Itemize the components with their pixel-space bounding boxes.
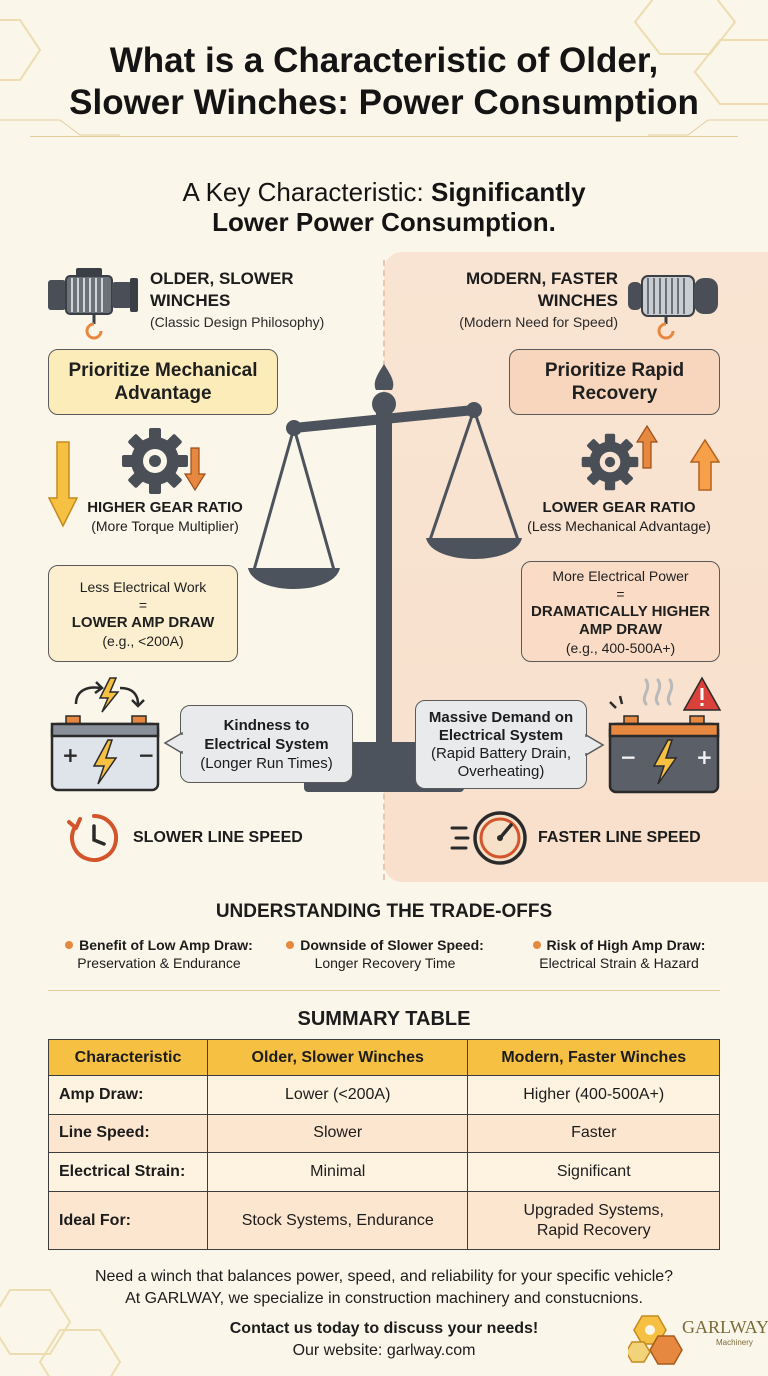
- kindness-callout: Kindness to Electrical System (Longer Ru…: [180, 705, 353, 783]
- contact-cta: Contact us today to discuss your needs!: [229, 1320, 539, 1337]
- bullet-dot: [286, 941, 295, 949]
- table-cell: Minimal: [206, 1152, 469, 1192]
- page-title: What is a Characteristic of Older, Slowe…: [69, 41, 699, 122]
- table-cell: Stock Systems, Endurance: [206, 1191, 469, 1250]
- key-characteristic-heading: A Key Characteristic: Significantly Lowe…: [182, 177, 586, 237]
- prioritize-mechanical-advantage-box: Prioritize Mechanical Advantage: [48, 349, 278, 415]
- tradeoff-item: Risk of High Amp Draw: Electrical Strain…: [504, 936, 734, 972]
- svg-text:+: +: [62, 743, 79, 767]
- table-header-cell: Characteristic: [48, 1039, 208, 1076]
- row-label: Amp Draw:: [48, 1075, 208, 1115]
- callout-pointer: [585, 734, 605, 756]
- tradeoffs-heading: UNDERSTANDING THE TRADE-OFFS: [215, 901, 553, 922]
- modern-winches-title: MODERN, FASTER WINCHES: [465, 269, 618, 310]
- bullet-dot: [532, 941, 541, 949]
- table-cell: Upgraded Systems, Rapid Recovery: [467, 1191, 720, 1250]
- svg-text:−: −: [620, 745, 637, 769]
- table-row: Line Speed: Slower Faster: [48, 1113, 720, 1154]
- table-cell: Higher (400-500A+): [467, 1075, 720, 1115]
- modern-winches-subtitle: (Modern Need for Speed): [459, 314, 618, 330]
- section-divider: [48, 990, 720, 991]
- title-divider: [30, 136, 738, 137]
- table-cell: Slower: [206, 1113, 469, 1154]
- slow-clock-icon: [67, 814, 119, 862]
- website-link[interactable]: Our website: garlway.com: [292, 1342, 476, 1359]
- older-winch-icon: [48, 268, 138, 340]
- small-down-arrow-icon: [184, 447, 206, 492]
- callout-pointer: [163, 732, 183, 754]
- summary-table-heading: SUMMARY TABLE: [297, 1008, 471, 1030]
- table-cell: Faster: [467, 1113, 720, 1154]
- footer-description: Need a winch that balances power, speed,…: [94, 1268, 674, 1307]
- higher-amp-draw-box: More Electrical Power = DRAMATICALLY HIG…: [521, 561, 720, 662]
- overheating-battery-icon: − +: [608, 676, 722, 794]
- table-header-row: Characteristic Older, Slower Winches Mod…: [48, 1039, 720, 1076]
- garlway-logo-subtext: Machinery: [716, 1338, 753, 1347]
- tradeoff-item: Benefit of Low Amp Draw: Preservation & …: [44, 936, 274, 972]
- table-row: Ideal For: Stock Systems, Endurance Upgr…: [48, 1191, 720, 1250]
- bullet-dot: [65, 941, 74, 949]
- faster-line-speed-label: FASTER LINE SPEED: [538, 829, 701, 846]
- row-label: Line Speed:: [48, 1113, 208, 1154]
- table-row: Amp Draw: Lower (<200A) Higher (400-500A…: [48, 1075, 720, 1115]
- gear-icon: [581, 433, 639, 491]
- lower-amp-draw-box: Less Electrical Work = LOWER AMP DRAW (e…: [48, 565, 238, 662]
- down-arrow-icon: [48, 441, 78, 528]
- row-label: Ideal For:: [48, 1191, 208, 1250]
- table-header-cell: Older, Slower Winches: [206, 1039, 469, 1076]
- table-cell: Lower (<200A): [206, 1075, 469, 1115]
- massive-demand-callout: Massive Demand on Electrical System (Rap…: [415, 700, 587, 789]
- svg-text:−: −: [138, 743, 155, 767]
- older-winches-subtitle: (Classic Design Philosophy): [150, 314, 325, 330]
- tradeoff-item: Downside of Slower Speed: Longer Recover…: [270, 936, 500, 972]
- lower-gear-ratio-label: LOWER GEAR RATIO (Less Mechanical Advant…: [527, 499, 711, 534]
- slower-line-speed-label: SLOWER LINE SPEED: [133, 829, 303, 846]
- older-winches-title: OLDER, SLOWER WINCHES: [150, 269, 294, 310]
- small-up-arrow-icon: [636, 424, 658, 469]
- table-header-cell: Modern, Faster Winches: [467, 1039, 720, 1076]
- battery-charging-icon: + −: [50, 677, 160, 792]
- fast-speedometer-icon: [450, 811, 527, 865]
- gear-icon: [122, 428, 188, 494]
- row-label: Electrical Strain:: [48, 1152, 208, 1192]
- summary-table: Characteristic Older, Slower Winches Mod…: [48, 1039, 720, 1250]
- up-arrow-icon: [690, 438, 720, 491]
- svg-text:+: +: [696, 745, 713, 769]
- prioritize-rapid-recovery-box: Prioritize Rapid Recovery: [509, 349, 720, 415]
- higher-gear-ratio-label: HIGHER GEAR RATIO (More Torque Multiplie…: [87, 499, 243, 534]
- garlway-logo-icon: [628, 1315, 683, 1365]
- garlway-logo-text: GARLWAY: [682, 1317, 768, 1337]
- modern-winch-icon: [628, 275, 718, 340]
- table-row: Electrical Strain: Minimal Significant: [48, 1152, 720, 1192]
- table-cell: Significant: [467, 1152, 720, 1192]
